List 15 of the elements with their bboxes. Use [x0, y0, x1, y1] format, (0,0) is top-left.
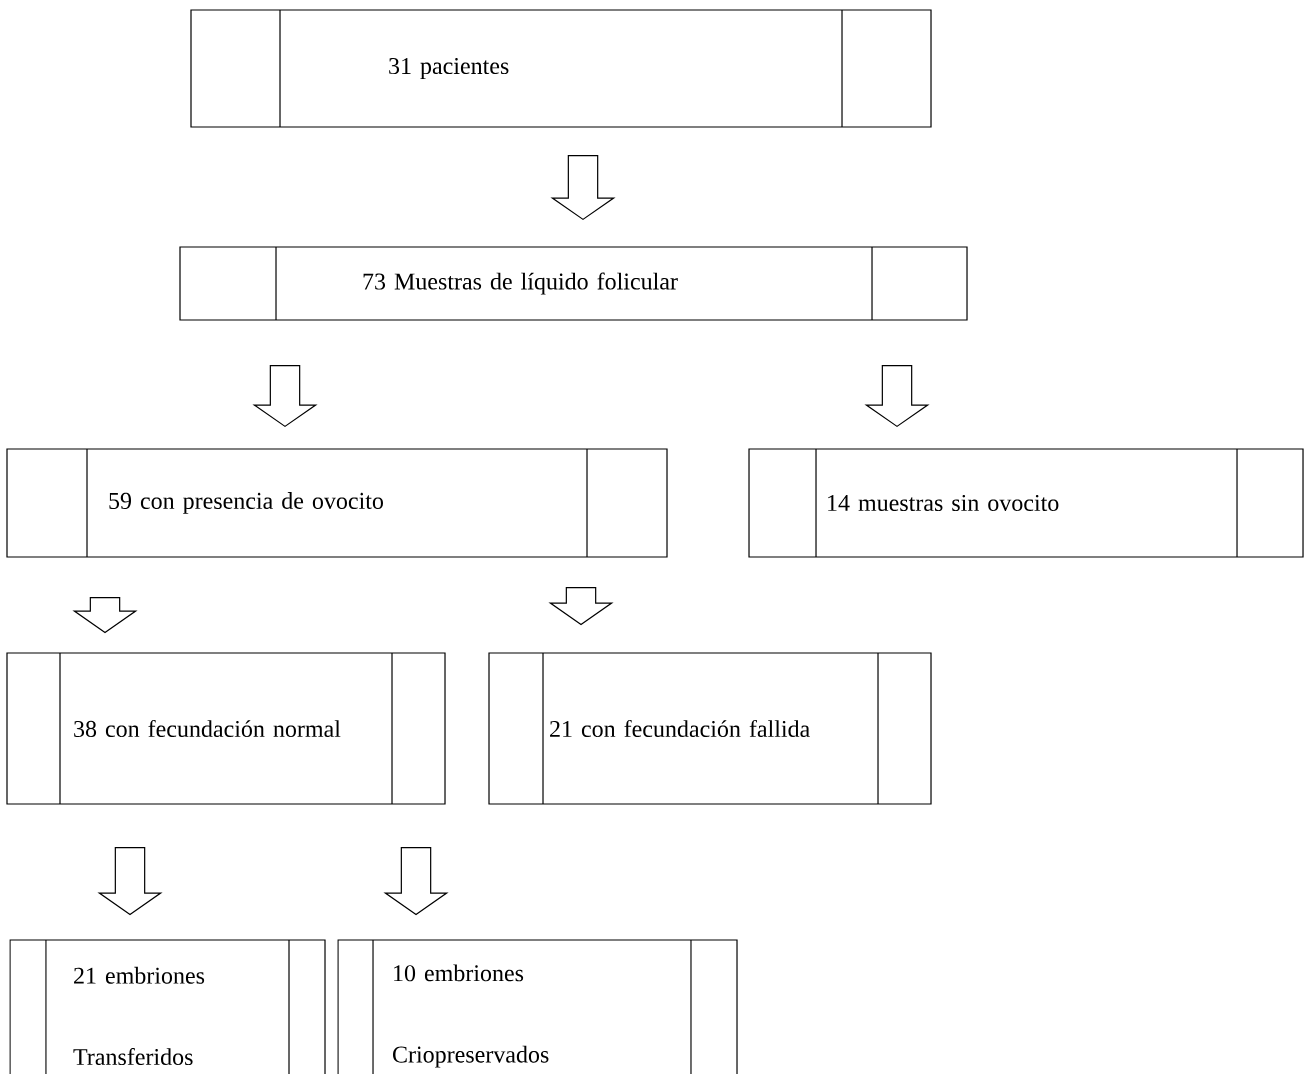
block-arrow	[97, 847, 163, 916]
process-box: 31 pacientes	[190, 9, 932, 128]
process-box: 59 con presencia de ovocito	[6, 448, 668, 558]
block-arrow	[383, 847, 449, 916]
block-arrow	[548, 587, 614, 626]
block-arrow	[72, 597, 138, 634]
block-arrow	[550, 155, 616, 221]
process-box: 21 embriones Transferidos	[9, 939, 326, 1074]
process-box: 73 Muestras de líquido folicular	[179, 246, 968, 321]
process-box: 21 con fecundación fallida	[488, 652, 932, 805]
block-arrow	[252, 365, 318, 428]
process-box: 10 embriones Criopreservados	[337, 939, 738, 1074]
block-arrow	[864, 365, 930, 428]
process-box: 38 con fecundación normal	[6, 652, 446, 805]
process-box: 14 muestras sin ovocito	[748, 448, 1304, 558]
